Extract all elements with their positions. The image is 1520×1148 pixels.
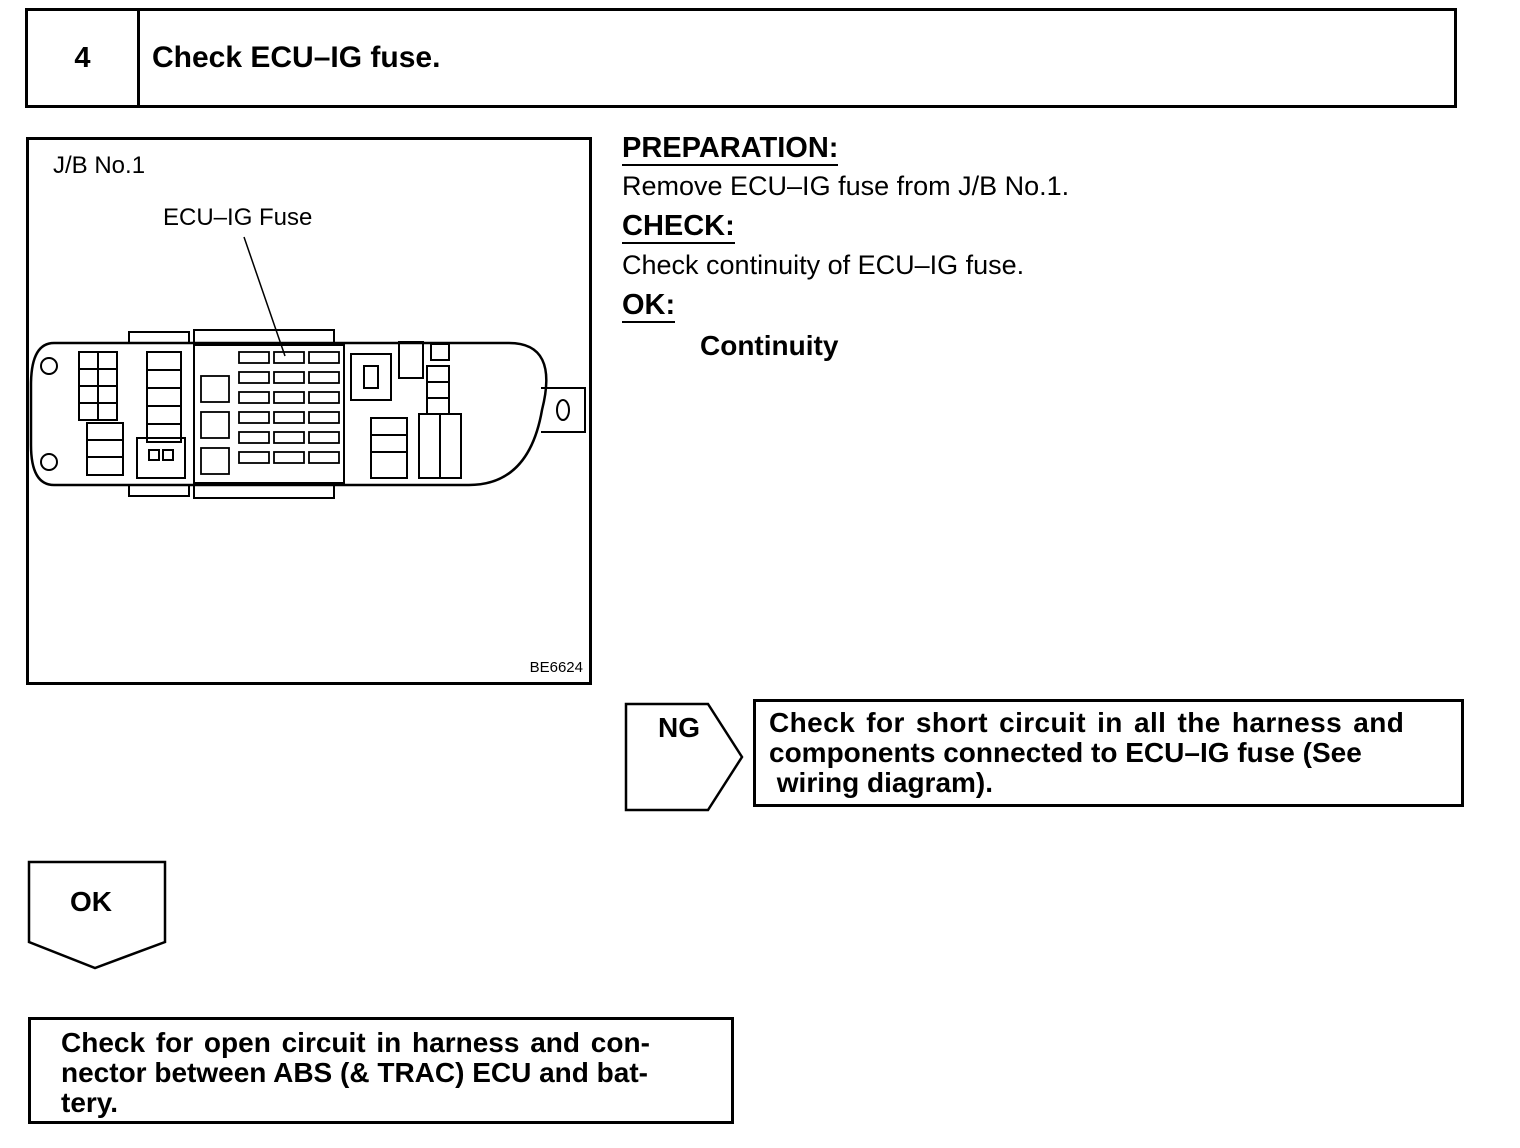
connector	[86, 422, 124, 476]
junction-block-figure: J/B No.1 ECU–IG Fuse BE6624	[26, 137, 592, 685]
jb-label: J/B No.1	[53, 152, 146, 179]
ok-result-line: tery.	[61, 1087, 119, 1118]
fuse-callout-label: ECU–IG Fuse	[163, 204, 313, 231]
preparation-heading: PREPARATION:	[622, 132, 839, 166]
figure-code: BE6624	[529, 659, 583, 676]
connector	[370, 417, 408, 479]
connector	[136, 437, 186, 479]
ok-label: OK	[70, 886, 112, 917]
mount-hole-top	[40, 357, 58, 375]
preparation-text: Remove ECU–IG fuse from J/B No.1.	[622, 171, 1070, 201]
connector	[146, 351, 182, 443]
ok-arrow-shape	[27, 860, 167, 970]
ng-result-line: wiring diagram).	[769, 767, 994, 798]
connector	[426, 365, 450, 415]
check-heading: CHECK:	[622, 210, 735, 244]
bottom-notch	[193, 485, 335, 499]
mount-hole-bottom	[40, 453, 58, 471]
top-notch	[193, 329, 335, 343]
jb-mount-tab	[541, 387, 586, 433]
ng-result-line: components connected to ECU–IG fuse (See	[769, 737, 1362, 768]
ok-heading: OK:	[622, 289, 676, 323]
step-number: 4	[28, 11, 140, 105]
jb-housing	[29, 341, 548, 487]
ok-result-box: Check for open circuit in harness and co…	[28, 1017, 734, 1124]
ng-result-box: Check for short circuit in all the harne…	[753, 699, 1464, 807]
fuse-leader-line	[243, 236, 286, 357]
ng-label: NG	[658, 712, 700, 743]
fuse-panel	[193, 344, 345, 484]
ok-result-line: Check for open circuit in harness and co…	[61, 1027, 650, 1058]
ok-result-line: nector between ABS (& TRAC) ECU and bat-	[61, 1057, 648, 1088]
check-text: Check continuity of ECU–IG fuse.	[622, 250, 1025, 280]
ok-value: Continuity	[700, 330, 839, 361]
top-notch	[128, 331, 190, 343]
fuse-slots	[200, 351, 340, 475]
step-title: Check ECU–IG fuse.	[152, 41, 441, 74]
bottom-notch	[128, 485, 190, 497]
connector	[398, 341, 424, 379]
ng-arrow-shape	[624, 702, 744, 812]
junction-block-drawing	[29, 236, 586, 499]
tab-hole	[556, 399, 570, 421]
ng-result-line: Check for short circuit in all the harne…	[769, 707, 1405, 738]
connector	[350, 353, 392, 401]
step-header: 4 Check ECU–IG fuse.	[25, 8, 1457, 108]
